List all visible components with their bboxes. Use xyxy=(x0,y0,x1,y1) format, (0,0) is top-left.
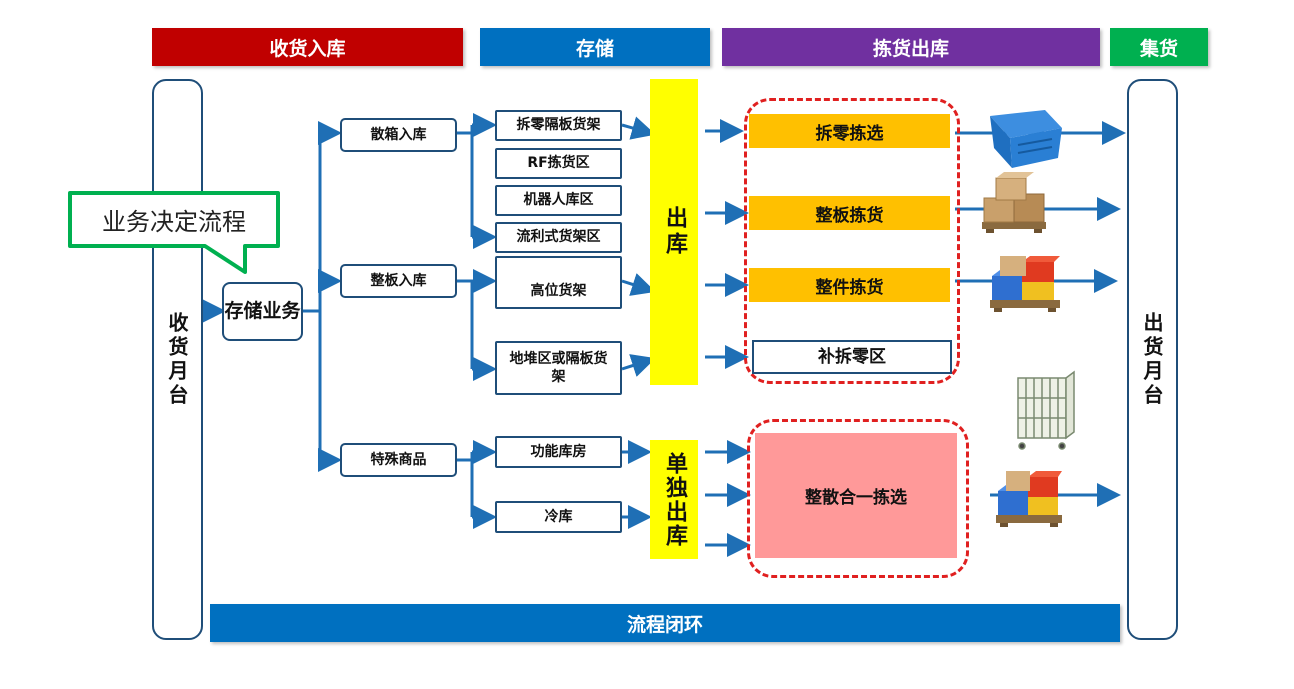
header-consolidation: 集货 xyxy=(1110,28,1208,66)
blue-tote-icon xyxy=(990,110,1062,168)
header-receiving: 收货入库 xyxy=(152,28,463,66)
outbound-column: 出库 xyxy=(650,79,698,385)
flow-rack-area: 流利式货架区 xyxy=(495,222,622,253)
footer-closed-loop: 流程闭环 xyxy=(210,604,1120,642)
case-picking: 整件拣货 xyxy=(749,268,950,302)
mixed-picking: 整散合一拣选 xyxy=(755,433,957,558)
color-boxes-pallet-icon-2 xyxy=(996,471,1062,527)
cold-storage: 冷库 xyxy=(495,501,622,533)
high-rack-area: 高位货架 xyxy=(495,256,622,309)
header-picking: 拣货出库 xyxy=(722,28,1100,66)
color-boxes-pallet-icon xyxy=(990,256,1060,312)
pallet-picking: 整板拣货 xyxy=(749,196,950,230)
mixed-picking-group-dashed xyxy=(747,419,969,578)
outbound-label: 出库 xyxy=(662,206,687,258)
loose-box-inbound: 散箱入库 xyxy=(340,118,457,152)
split-shelf-area: 拆零隔板货架 xyxy=(495,110,622,141)
pallet-inbound: 整板入库 xyxy=(340,264,457,298)
replenish-split-area: 补拆零区 xyxy=(752,340,952,374)
special-goods: 特殊商品 xyxy=(340,443,457,477)
separate-outbound-label: 单独出库 xyxy=(662,451,687,548)
separate-outbound-column: 单独出库 xyxy=(650,440,698,559)
rf-picking-area: RF拣货区 xyxy=(495,148,622,179)
receiving-dock: 收货月台 xyxy=(152,79,203,640)
picking-group-dashed xyxy=(744,98,960,384)
storage-business-box: 存储业务 xyxy=(222,282,303,341)
shipping-dock-label: 出货月台 xyxy=(1140,311,1164,408)
roll-cage-icon xyxy=(1017,370,1075,450)
boxes-on-pallet-icon xyxy=(982,172,1046,233)
shipping-dock: 出货月台 xyxy=(1127,79,1178,640)
floor-shelf-area: 地堆区或隔板货架 xyxy=(495,341,622,395)
split-picking: 拆零拣选 xyxy=(749,114,950,148)
callout-text: 业务决定流程 xyxy=(102,208,246,236)
function-room: 功能库房 xyxy=(495,436,622,468)
robot-area: 机器人库区 xyxy=(495,185,622,216)
header-storage: 存储 xyxy=(480,28,710,66)
receiving-dock-label: 收货月台 xyxy=(165,311,189,408)
